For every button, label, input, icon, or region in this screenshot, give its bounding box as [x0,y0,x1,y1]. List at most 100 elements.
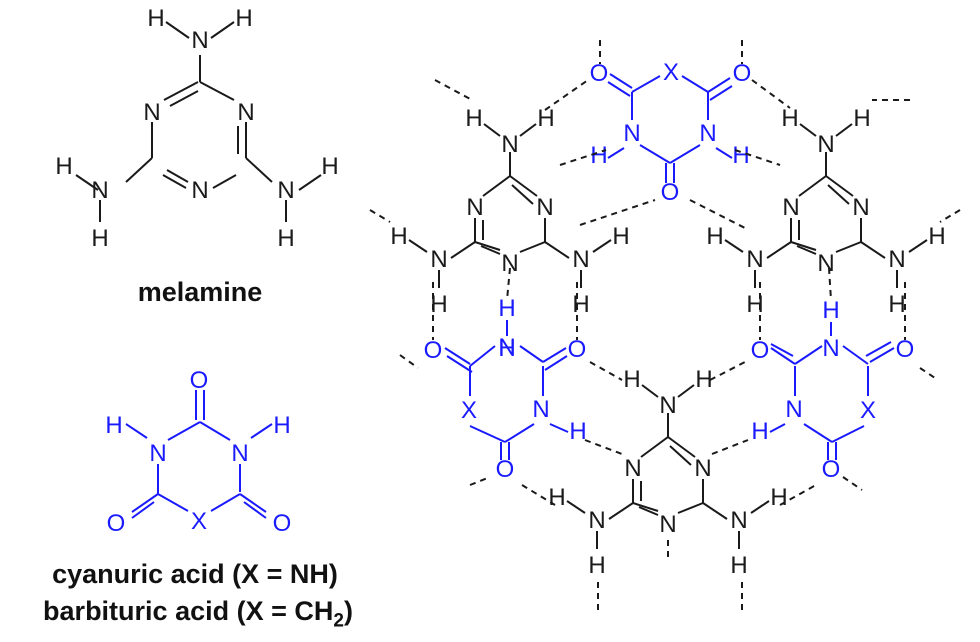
barbituric-acid-caption: barbituric acid (X = CH2) [8,596,388,632]
barbituric-caption-close: ) [343,596,353,626]
nh-bond [483,123,501,137]
hbond-9 [369,209,391,223]
ring-bond [667,436,696,458]
ring-n: N [694,455,711,482]
acid-x: X [461,397,477,424]
acid-o: O [896,336,915,363]
acid-h: H [751,418,768,445]
ring-n: N [852,194,869,221]
hbond-13 [506,267,511,301]
melamine-structure [75,21,322,222]
acid-o: O [822,456,841,483]
acid-bond [469,345,496,367]
acid-n: N [498,334,515,361]
acid-bond [544,355,568,371]
amine-h: H [853,105,870,132]
amine-n: N [888,246,905,273]
acid-bond [631,75,661,93]
acid-bond [681,75,709,93]
ring-n: N [466,194,483,221]
amine-h: H [430,291,447,318]
acid-n-left: N [149,440,166,467]
ring-double-bond [511,184,534,205]
amine-n: N [659,392,676,419]
melamine-h-left-lower: H [91,225,108,252]
melamine-caption: melamine [137,277,263,307]
nh-bond [408,239,428,253]
network-hydrogen-bonds [369,40,961,610]
acid-h: H [732,142,749,169]
amine-h: H [465,105,482,132]
amine-n: N [430,246,447,273]
ring-n: N [536,194,553,221]
amine-bond [766,241,792,259]
hbond-26 [469,476,491,486]
ring-n: N [624,455,641,482]
nh-bond [724,239,744,253]
acid-bond [869,347,895,363]
hbond-0 [544,79,589,111]
amine-bond [544,241,570,259]
acid-n-right: N [231,440,248,467]
acid-bond [831,425,865,443]
melamine-n-top: N [191,27,208,54]
amine-n: N [572,246,589,273]
ring-bond [632,502,659,512]
ring-n: N [782,194,799,221]
ring-bond [790,241,817,251]
acid-n: N [699,120,716,147]
melamine-h-top-right: H [235,5,252,32]
ring-n: N [501,250,518,277]
acid-bond [609,73,633,89]
hbond-5 [751,79,791,109]
acid-h-left: H [105,412,122,439]
acid-bond [639,144,671,164]
ring-n: N [659,511,676,538]
hbond-24 [399,354,419,369]
hbond-2 [579,199,656,226]
acid-h: H [822,297,839,324]
acid-bond [469,425,506,443]
melamine-atom-labels: N H H N N N N H H N H H [55,5,338,252]
acid-o: O [733,60,752,87]
hbond-11 [939,209,961,223]
ring-bond [825,175,854,197]
acid-h: H [498,295,515,322]
acid-bond [769,423,786,433]
acid-o-right: O [273,510,292,537]
ring-double-bond [480,245,501,255]
acid-bond [707,77,731,93]
acid-bond [504,423,535,443]
amine-h: H [781,105,798,132]
hbond-25 [919,367,939,381]
amine-h: H [612,223,629,250]
melamine-h-right-lower: H [277,225,294,252]
cyanuric-acid-caption: cyanuric acid (X = NH) [52,559,338,589]
acid-bond [519,345,544,363]
ring-bond [482,175,511,197]
melamine-ring-n-right: N [237,99,254,126]
hbond-23 [779,484,817,506]
barbituric-caption-text: barbituric acid (X = CH [43,596,334,626]
amine-h: H [623,366,640,393]
amine-h: H [928,223,945,250]
acid-bond [607,147,625,159]
hbond-18 [589,361,623,381]
ring-double-bond [827,184,850,205]
amine-bond [608,502,634,520]
melamine-n-left: N [91,177,108,204]
hbond-27 [842,476,863,491]
ring-bond [835,241,862,253]
amine-h: H [746,291,763,318]
acid-o: O [424,337,443,364]
hbond-19 [709,361,746,381]
barbituric-caption-subscript: 2 [333,610,344,632]
acid-bond [444,347,471,365]
ring-double-bond [796,245,817,255]
acid-o: O [496,456,515,483]
acid-n: N [822,335,839,362]
